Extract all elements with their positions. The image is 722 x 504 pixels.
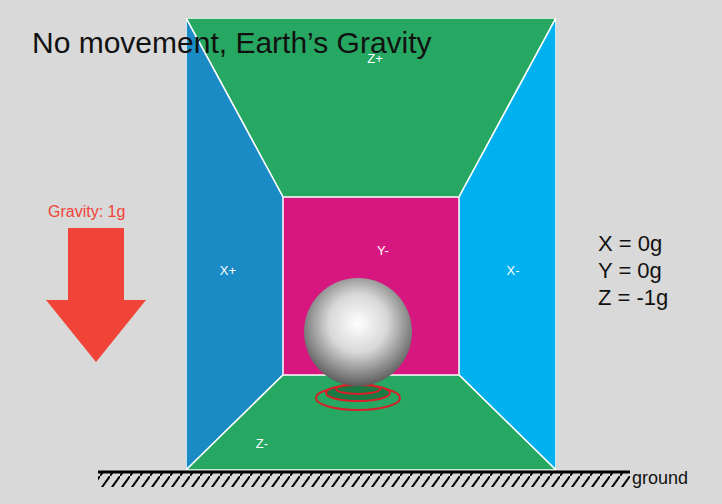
axis-reading: X = 0g bbox=[598, 231, 662, 257]
ground-hatch bbox=[98, 473, 630, 487]
ground-line bbox=[98, 471, 630, 474]
face-polygon bbox=[186, 375, 556, 470]
face-label: Z+ bbox=[367, 51, 383, 66]
axis-reading: Z = -1g bbox=[598, 285, 668, 311]
face-label: Z- bbox=[256, 436, 268, 451]
gravity-arrow bbox=[46, 228, 146, 362]
ball bbox=[304, 278, 412, 386]
face-label: X+ bbox=[220, 263, 236, 278]
face-polygon bbox=[283, 197, 459, 375]
face-label: Y- bbox=[377, 243, 389, 258]
impact-ring bbox=[326, 385, 390, 401]
axis-reading: Y = 0g bbox=[598, 258, 662, 284]
gravity-label: Gravity: 1g bbox=[48, 203, 125, 221]
ground-label: ground bbox=[632, 468, 688, 489]
face-label: X- bbox=[507, 263, 520, 278]
